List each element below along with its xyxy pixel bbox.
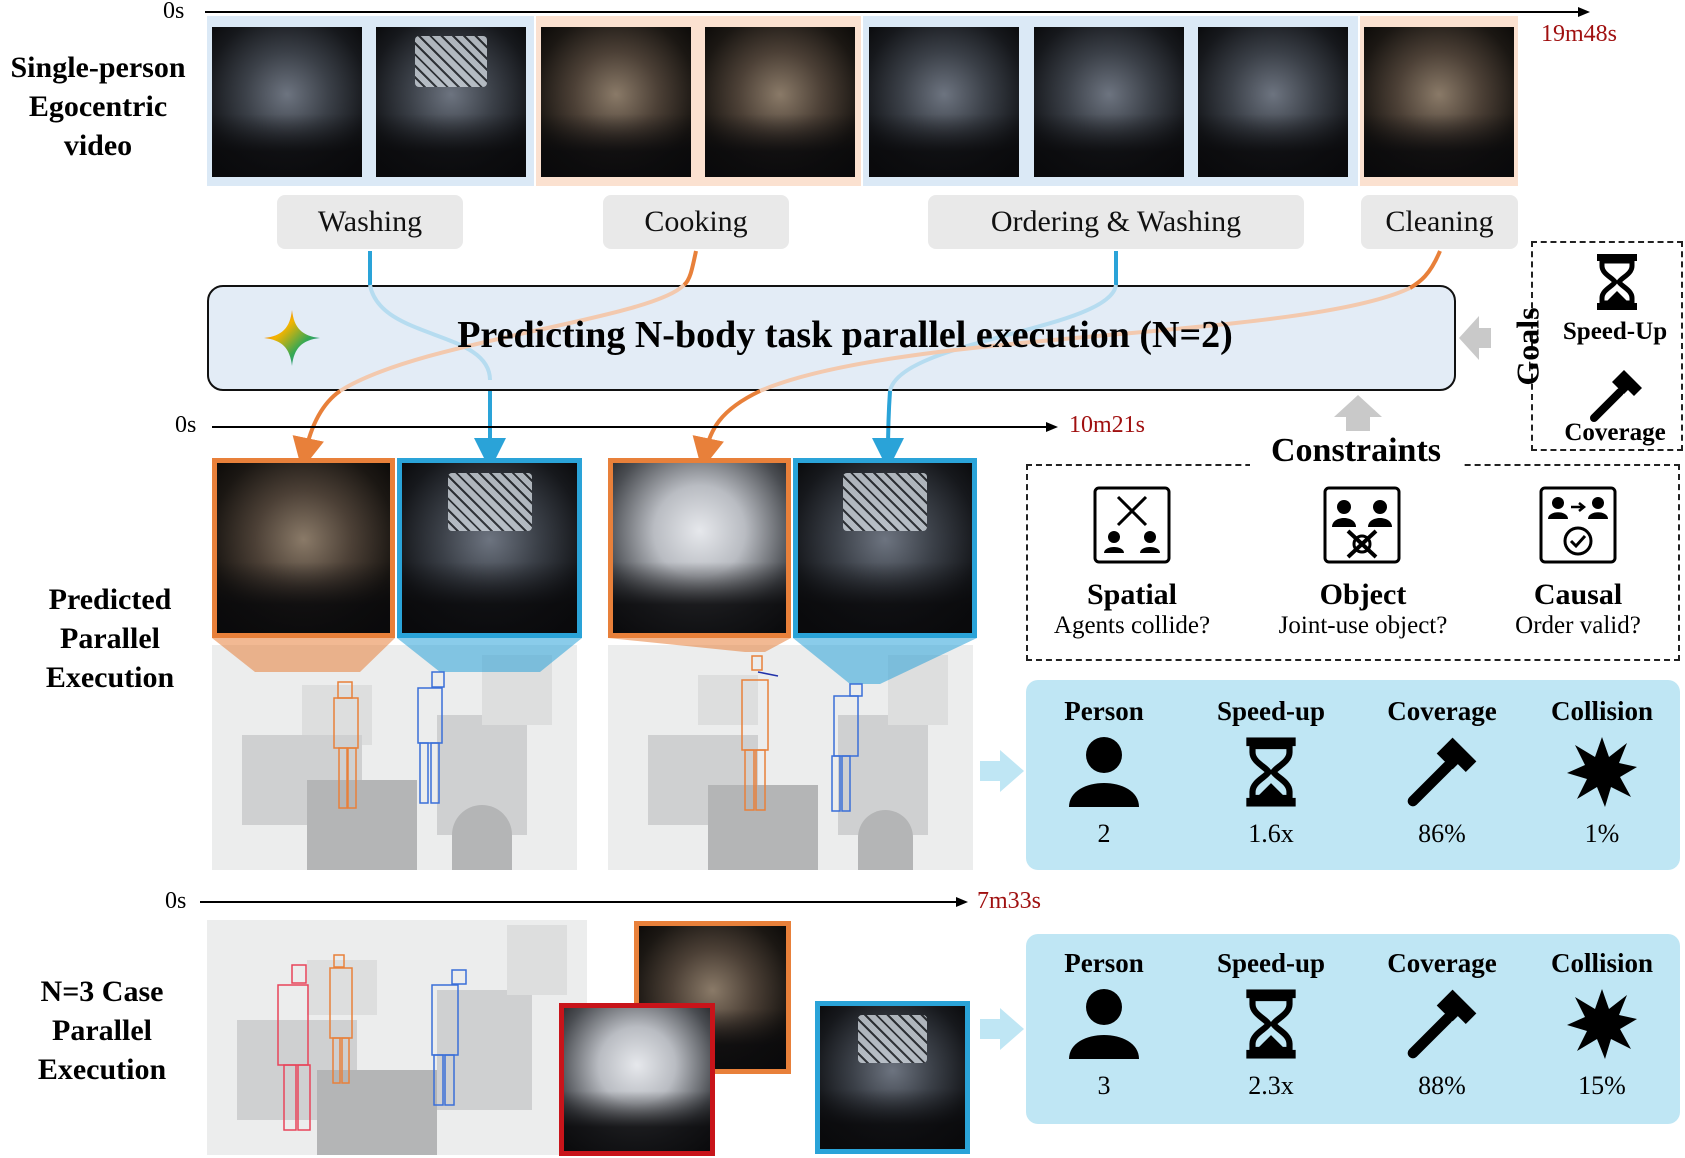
tag-cooking: Cooking [603,195,789,249]
stats-panel-row3 [1026,934,1680,1124]
hammer-icon [1590,370,1642,422]
skeletons-row3 [277,954,467,1131]
goals-box [1531,241,1683,451]
scene-3d-b [608,645,973,870]
constraint-causal-desc: Order valid? [1515,612,1641,639]
row1-end-time: 19m48s [1541,21,1618,47]
goal-speed-up: Speed-Up [1562,318,1668,345]
stat-coverage-row2: Coverage 86% [1362,696,1522,849]
constraints-arrow [1334,395,1382,431]
stat-coverage-row3: Coverage 88% [1362,948,1522,1101]
goals-arrow [1459,316,1491,360]
stat-speedup-row2: Speed-up 1.6x [1191,696,1351,849]
row1-start-time: 0s [163,0,185,24]
stat-speedup-row3: Speed-up 2.3x [1191,948,1351,1101]
row1-label: Single-person Egocentric video [10,51,186,162]
hourglass-icon [1246,989,1296,1059]
goals-title: Goals [1509,307,1546,386]
predict-box [207,285,1456,391]
stat-collision-row3: Collision 15% [1522,948,1682,1101]
constraints-title: Constraints [1250,432,1462,470]
constraint-spatial-desc: Agents collide? [1053,612,1211,639]
agent1-frame-b [608,458,791,638]
constraint-spatial-name: Spatial [1086,578,1178,611]
stats-panel-row2 [1026,680,1680,870]
scene-3d-c [207,920,587,1155]
stat-coverage-header: Coverage [1387,948,1497,978]
stat-coverage-value: 86% [1418,819,1466,848]
row2-end-time: 10m21s [1069,412,1146,438]
stat-coverage-value: 88% [1418,1071,1466,1100]
video-frame-8 [1364,27,1514,177]
task-assignment-arrows [292,250,1442,470]
predict-title: Predicting N-body task parallel executio… [457,314,1233,356]
stat-person-header: Person [1064,696,1144,726]
video-frame-3 [541,27,691,177]
stat-speedup-header: Speed-up [1216,696,1326,726]
result-arrow-row3 [980,1008,1024,1050]
stat-person-value: 2 [1097,819,1111,848]
stat-speedup-header: Speed-up [1216,948,1326,978]
projection-overlays-row2 [212,638,977,812]
tag-ordering-washing: Ordering & Washing [928,195,1304,249]
person-icon [1069,989,1139,1059]
row3-timeline-axis [200,897,968,907]
stat-collision-value: 1% [1584,819,1620,848]
stat-speedup-value: 1.6x [1248,819,1294,848]
constraint-object-desc: Joint-use object? [1278,612,1448,639]
stat-person-value: 3 [1097,1071,1111,1100]
stat-collision-header: Collision [1550,948,1654,978]
stat-collision-value: 15% [1578,1071,1626,1100]
video-frame-7 [1198,27,1348,177]
hourglass-icon [1597,254,1637,310]
row3-label: N=3 Case Parallel Execution [37,975,167,1086]
video-frame-4 [705,27,855,177]
row3-start-time: 0s [165,888,187,914]
agent1-frame-c [815,1001,970,1154]
row2-start-time: 0s [175,412,197,438]
stat-collision-header: Collision [1550,696,1654,726]
hammer-icon [1407,737,1477,807]
object-constraint-icon [1323,486,1401,564]
video-frame-1 [212,27,362,177]
spatial-constraint-icon [1093,486,1171,564]
stat-speedup-value: 2.3x [1248,1071,1294,1100]
video-frame-6 [1034,27,1184,177]
agent2-frame-b [793,458,977,638]
row2-label: Predicted Parallel Execution [45,583,175,694]
agent1-frame-a [212,458,395,638]
row3-end-time: 7m33s [977,888,1042,914]
stat-coverage-header: Coverage [1387,696,1497,726]
row2-timeline-axis [212,422,1058,432]
constraint-causal-name: Causal [1533,578,1623,611]
sparkle-icon [264,310,320,366]
row1-timeline-axis [205,7,1590,17]
causal-constraint-icon [1539,486,1617,564]
constraint-object-name: Object [1319,578,1407,611]
goal-coverage: Coverage [1564,419,1666,446]
hourglass-icon [1246,737,1296,807]
explosion-icon [1567,737,1637,807]
stat-person-header: Person [1064,948,1144,978]
agent2-frame-a [397,458,582,638]
tag-washing: Washing [277,195,463,249]
result-arrow-row2 [980,750,1024,792]
person-icon [1069,737,1139,807]
stat-collision-row2: Collision 1% [1522,696,1682,849]
explosion-icon [1567,989,1637,1059]
stat-person-row2: Person 2 [1024,696,1184,849]
video-frame-2 [376,27,526,177]
tag-cleaning: Cleaning [1361,195,1518,249]
video-frame-5 [869,27,1019,177]
stat-person-row3: Person 3 [1024,948,1184,1101]
hammer-icon [1407,989,1477,1059]
agent3-frame-c [559,1003,715,1156]
